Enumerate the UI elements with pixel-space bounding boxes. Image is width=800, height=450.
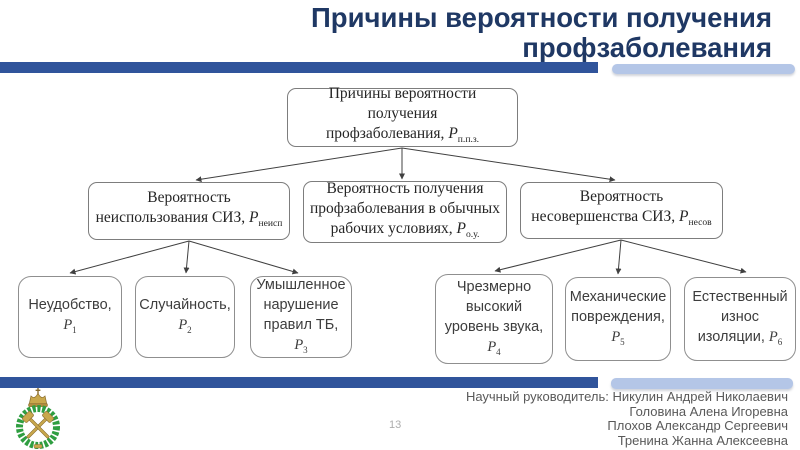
node-accident: Случайность, P2 (135, 276, 235, 358)
footer-line-author1: Головина Алена Игоревна (629, 403, 788, 419)
bottom-accent-bar-light (611, 378, 793, 389)
node-natural-wear: Естественный износ изоляции, P6 (684, 277, 796, 361)
footer-line-author3: Тренина Жанна Алексеевна (617, 432, 788, 448)
top-accent-bar-light (612, 64, 795, 74)
footer-credits: Научный руководитель: Никулин Андрей Ник… (465, 389, 788, 448)
footer-line-supervisor: Научный руководитель: Никулин Андрей Ник… (465, 389, 788, 404)
node-imperfect-siz: Вероятность несовершенства СИЗ, Pнесов (520, 182, 723, 239)
node-root-line2: профзаболевания, Pп.п.з. (325, 125, 480, 146)
mining-university-emblem-icon (16, 388, 60, 449)
slide-title: Причины вероятности получения профзаболе… (152, 3, 772, 63)
node-inconvenience: Неудобство, P1 (18, 276, 122, 358)
node-deliberate-violation: Умышленное нарушение правил ТБ, P3 (250, 276, 352, 358)
slide-title-line2: профзаболевания (522, 32, 772, 63)
node-nonuse-siz: Вероятность неиспользования СИЗ, Pнеисп (88, 182, 290, 240)
node-root-line1: Причины вероятности получения (328, 85, 477, 123)
page-number: 13 (389, 419, 402, 431)
top-accent-bar-dark (0, 62, 598, 73)
bottom-accent-bar-dark (0, 377, 598, 388)
footer-line-author2: Плохов Александр Сергеевич (607, 418, 788, 434)
node-excessive-noise: Чрезмерно высокий уровень звука, P4 (435, 274, 553, 364)
node-root: Причины вероятности получения профзаболе… (287, 85, 518, 147)
node-normal-conditions: Вероятность получения профзаболевания в … (303, 180, 507, 243)
slide-title-line1: Причины вероятности получения (311, 2, 772, 33)
node-mechanical-damage: Механические повреждения, P5 (565, 277, 671, 361)
